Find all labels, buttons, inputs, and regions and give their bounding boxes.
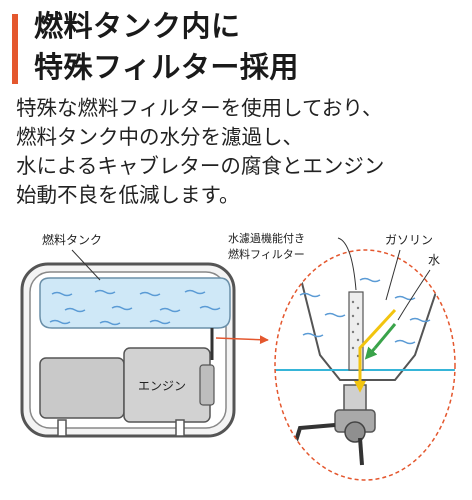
filter-zoom-callout [274,249,456,481]
fuel-tank [39,277,231,329]
page-title: 燃料タンク内に 特殊フィルター採用 [34,6,299,88]
title-accent-bar [12,14,18,84]
title-line-1: 燃料タンク内に [34,9,241,43]
water-label: 水 [428,253,440,267]
callout-arrow [215,335,269,345]
description-line-3: 水によるキャブレターの腐食とエンジン [16,154,385,178]
title-line-2: 特殊フィルター採用 [34,50,299,84]
water-blocked-arrow [373,323,397,349]
gasoline-label: ガソリン [385,233,433,247]
filter-label-line-1: 水濾過機能付き [228,231,305,245]
fuel-tank-label: 燃料タンク [42,232,102,247]
description-line-4: 始動不良を低減します。 [16,183,240,207]
fuel-filter-diagram: 燃料タンク エンジン [20,231,456,481]
engine-block-left [39,357,125,419]
generator-illustration: 燃料タンク エンジン [20,232,236,438]
description-line-2: 燃料タンク中の水分を濾過し、 [16,125,303,149]
description-text: 特殊な燃料フィルターを使用しており、 燃料タンク中の水分を濾過し、 水によるキャ… [16,94,384,210]
filter-label-line-2: 燃料フィルター [228,247,305,261]
fuel-tank-waves [49,289,221,326]
description-line-1: 特殊な燃料フィルターを使用しており、 [16,96,383,120]
gasoline-flow-arrow [354,308,397,393]
engine-label: エンジン [138,379,186,393]
zoom-circle [274,249,456,481]
